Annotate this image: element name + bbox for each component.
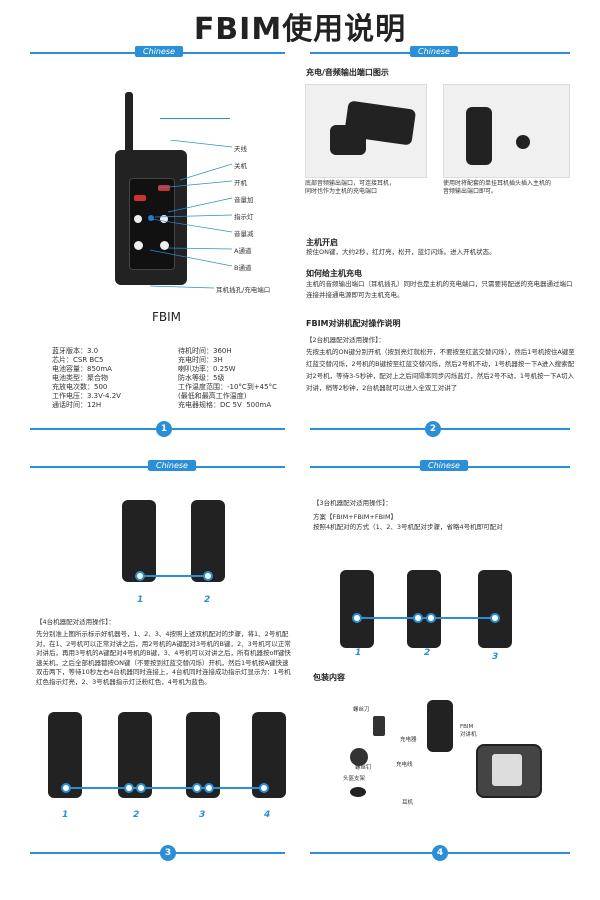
on-button	[134, 195, 146, 201]
device-photo	[330, 125, 366, 155]
charge2-heading: 如何给主机充电	[306, 269, 362, 278]
device-illustration	[115, 92, 187, 285]
device-number: 1	[137, 595, 144, 605]
b-button	[134, 241, 143, 250]
power-heading: 主机开启	[306, 238, 338, 247]
pair-ring	[413, 613, 423, 623]
three-heading: 【3台机器配对适用操作】：	[313, 499, 392, 507]
pkg-label-cable: 充电线	[396, 762, 413, 768]
pair-text: 先按主机的ON键分别开机（按到亮灯就松开，不要按至红蓝交替闪烁），然后1号机按住…	[306, 348, 575, 392]
pair-ring	[490, 613, 500, 623]
armband-photo	[476, 744, 542, 798]
charge-heading: 充电/音频输出端口图示	[306, 68, 389, 77]
pair-subheading: 【2台机器配对适用操作】：	[306, 336, 385, 344]
pkg-label-mount: 头盔支架	[343, 776, 366, 782]
pair-ring	[259, 783, 269, 793]
mount-photo	[350, 748, 368, 766]
charger-photo	[373, 716, 385, 736]
device-number: 4	[264, 810, 271, 820]
vol-up-button	[160, 215, 168, 223]
pair-ring	[192, 783, 202, 793]
caption-left: 底部音频输出端口，可连接耳机， 同时也作为主机的充电端口	[305, 180, 396, 195]
pair-link	[140, 575, 208, 577]
pkg-label-charger: 充电器	[400, 737, 417, 743]
device-2	[118, 712, 152, 798]
footer-line	[30, 852, 285, 854]
callout-line	[160, 118, 230, 119]
armband-window	[492, 754, 522, 786]
power-text: 按住ON键，大约2秒，红灯亮，松开，蓝灯闪烁。进入开机状态。	[306, 248, 496, 256]
pair-ring	[61, 783, 71, 793]
label-a-channel: A通道	[234, 247, 252, 255]
device-number: 3	[199, 810, 206, 820]
label-vol-down: 音量减	[234, 230, 254, 238]
spec-right: 待机时间：360H 充电时间：3H 喇叭功率：0.25W 防水等级：5级 工作温…	[178, 347, 277, 409]
four-text: 先分别准上图所示标示好机器号，1、2、3、4按照上述双机配对的步骤，将1、2号机…	[36, 630, 291, 686]
label-port: 耳机插孔/充电端口	[216, 286, 271, 294]
a-button	[160, 241, 169, 250]
device-3	[478, 570, 512, 648]
pair-ring	[135, 571, 145, 581]
earphone-photo	[516, 135, 530, 149]
pkg-label-screwdriver: 螺丝刀	[353, 707, 370, 713]
page-title: FBIM使用说明	[193, 12, 407, 47]
device-4	[252, 712, 286, 798]
label-on: 开机	[234, 179, 247, 187]
vol-down-button	[134, 215, 142, 223]
four-heading: 【4台机器配对适用操作】：	[36, 618, 115, 626]
spec-left: 蓝牙版本：3.0 芯片：CSR BC5 电池容量：850mA 电池类型：聚合物 …	[52, 347, 121, 409]
label-off: 关机	[234, 162, 247, 170]
device-3	[186, 712, 220, 798]
label-vol-up: 音量加	[234, 196, 254, 204]
device-photo	[427, 700, 453, 752]
device-number: 2	[204, 595, 211, 605]
pkg-label-fbim: FBIM 对讲机	[460, 724, 477, 738]
pkg-label-screw: 螺丝钉	[355, 765, 372, 771]
device-1	[122, 500, 156, 582]
pair-heading: FBIM对讲机配对操作说明	[306, 319, 401, 328]
device-2	[407, 570, 441, 648]
label-antenna: 天线	[234, 145, 247, 153]
three-plan: 方案【FBIM+FBIM+FBIM】	[313, 513, 398, 521]
pair-ring	[426, 613, 436, 623]
control-panel	[129, 178, 175, 270]
device-2	[191, 500, 225, 582]
antenna-shape	[125, 92, 133, 154]
lang-tab: Chinese	[420, 460, 468, 471]
headset-photo	[350, 787, 366, 797]
pair-ring	[136, 783, 146, 793]
device-1	[340, 570, 374, 648]
device-number: 2	[424, 648, 431, 658]
device-number: 1	[355, 648, 362, 658]
three-text: 按照4机配对的方式（1、2、3号机配对步骤，省略4号机即可配对	[313, 523, 503, 531]
label-indicator: 指示灯	[234, 213, 254, 221]
page-number: 4	[432, 845, 448, 861]
off-button	[158, 185, 170, 191]
headset-photo	[443, 84, 570, 178]
pair-ring	[352, 613, 362, 623]
indicator-light	[148, 215, 154, 221]
page-number: 2	[425, 421, 441, 437]
pair-ring	[124, 783, 134, 793]
lang-tab: Chinese	[148, 460, 196, 471]
port-photo	[305, 84, 427, 178]
page-number: 1	[156, 421, 172, 437]
caption-right: 使用时将配套的单挂耳机插头插入主机的 音频输出端口即可。	[443, 180, 552, 195]
pkg-label-headset: 耳机	[402, 800, 414, 806]
lang-tab: Chinese	[135, 46, 183, 57]
callout-lines	[150, 140, 233, 289]
package-heading: 包装内容	[313, 673, 345, 682]
device-number: 3	[492, 652, 499, 662]
product-name: FBIM	[152, 310, 182, 324]
label-b-channel: B通道	[234, 264, 252, 272]
device-number: 2	[133, 810, 140, 820]
pair-ring	[203, 571, 213, 581]
page-number: 3	[160, 845, 176, 861]
device-photo	[466, 107, 492, 165]
pair-link	[66, 787, 266, 789]
device-number: 1	[62, 810, 69, 820]
lang-tab: Chinese	[410, 46, 458, 57]
pair-ring	[204, 783, 214, 793]
charge2-text: 主机的音频输出端口（耳机插孔）同时也是主机的充电端口，只需要将配送的充电器通过端…	[306, 280, 573, 299]
